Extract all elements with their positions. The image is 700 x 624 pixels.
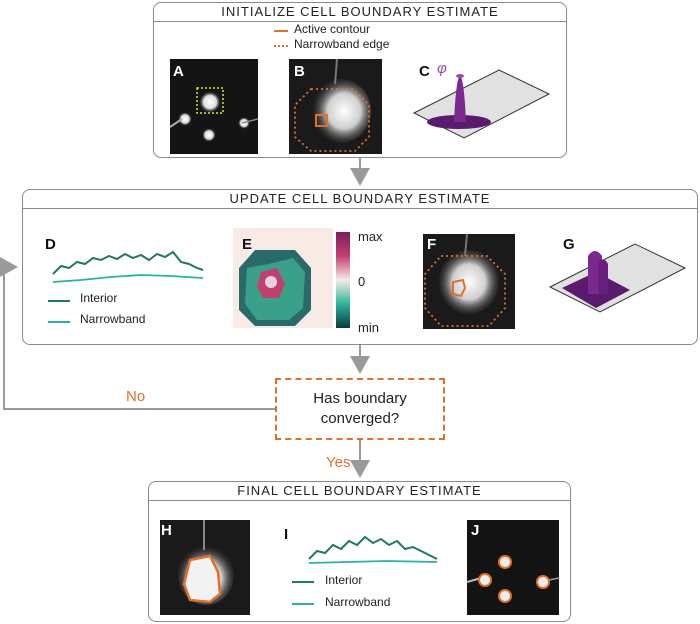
label-j: J: [471, 522, 480, 539]
legend-narrowband-edge-swatch: [274, 45, 288, 47]
microscopy-image-b: [289, 59, 382, 154]
legend-final-narrowband-swatch: [292, 603, 314, 605]
label-a: A: [173, 63, 184, 80]
label-d: D: [45, 236, 56, 253]
phi-symbol: φ: [437, 60, 447, 77]
legend-active-contour-swatch: [274, 30, 288, 32]
label-e: E: [242, 236, 253, 253]
label-f: F: [427, 236, 437, 253]
legend-interior-swatch: [48, 300, 70, 302]
decision-line-1: Has boundary: [313, 390, 407, 407]
edge-label-no: No: [126, 388, 146, 405]
intensity-traces-d: [52, 250, 204, 283]
microscopy-image-a: [170, 59, 258, 154]
colorbar-mid-label: 0: [358, 274, 366, 289]
legend-final-interior-swatch: [292, 581, 314, 583]
label-c: C: [419, 63, 430, 80]
colorbar: [336, 232, 350, 328]
edge-label-yes: Yes: [326, 454, 351, 471]
label-b: B: [294, 63, 305, 80]
microscopy-image-j: [467, 520, 559, 615]
legend-narrowband-label: Narrowband: [80, 312, 146, 326]
label-g: G: [563, 236, 575, 253]
arrow-no-loop: [0, 257, 275, 410]
microscopy-image-f: [423, 234, 515, 329]
legend-narrowband-edge-label: Narrowband edge: [294, 37, 390, 51]
panel-initialize: INITIALIZE CELL BOUNDARY ESTIMATE Active…: [153, 2, 567, 158]
panel-update: UPDATE CELL BOUNDARY ESTIMATE D Interior…: [22, 189, 698, 345]
level-set-surface-c: [412, 69, 551, 139]
level-set-surface-g: [548, 243, 687, 313]
label-i: I: [284, 526, 289, 543]
decision-line-2: converged?: [320, 410, 400, 427]
legend-interior-label: Interior: [80, 291, 118, 305]
panel-final: FINAL CELL BOUNDARY ESTIMATE H I Interio…: [148, 481, 571, 622]
label-h: H: [161, 522, 172, 539]
intensity-traces-i: [308, 535, 438, 564]
panel-update-title: UPDATE CELL BOUNDARY ESTIMATE: [23, 190, 697, 209]
legend-final-interior-label: Interior: [325, 573, 363, 587]
colorbar-min-label: min: [358, 320, 379, 335]
panel-final-title: FINAL CELL BOUNDARY ESTIMATE: [149, 482, 570, 501]
microscopy-image-h: [160, 520, 250, 615]
convergence-decision-box: Has boundary converged?: [275, 378, 445, 440]
panel-initialize-title: INITIALIZE CELL BOUNDARY ESTIMATE: [154, 3, 566, 22]
colorbar-max-label: max: [358, 229, 383, 244]
legend-narrowband-swatch: [48, 321, 70, 323]
heatmap-e: [233, 228, 333, 328]
legend-final-narrowband-label: Narrowband: [325, 595, 391, 609]
legend-active-contour-label: Active contour: [294, 22, 371, 36]
